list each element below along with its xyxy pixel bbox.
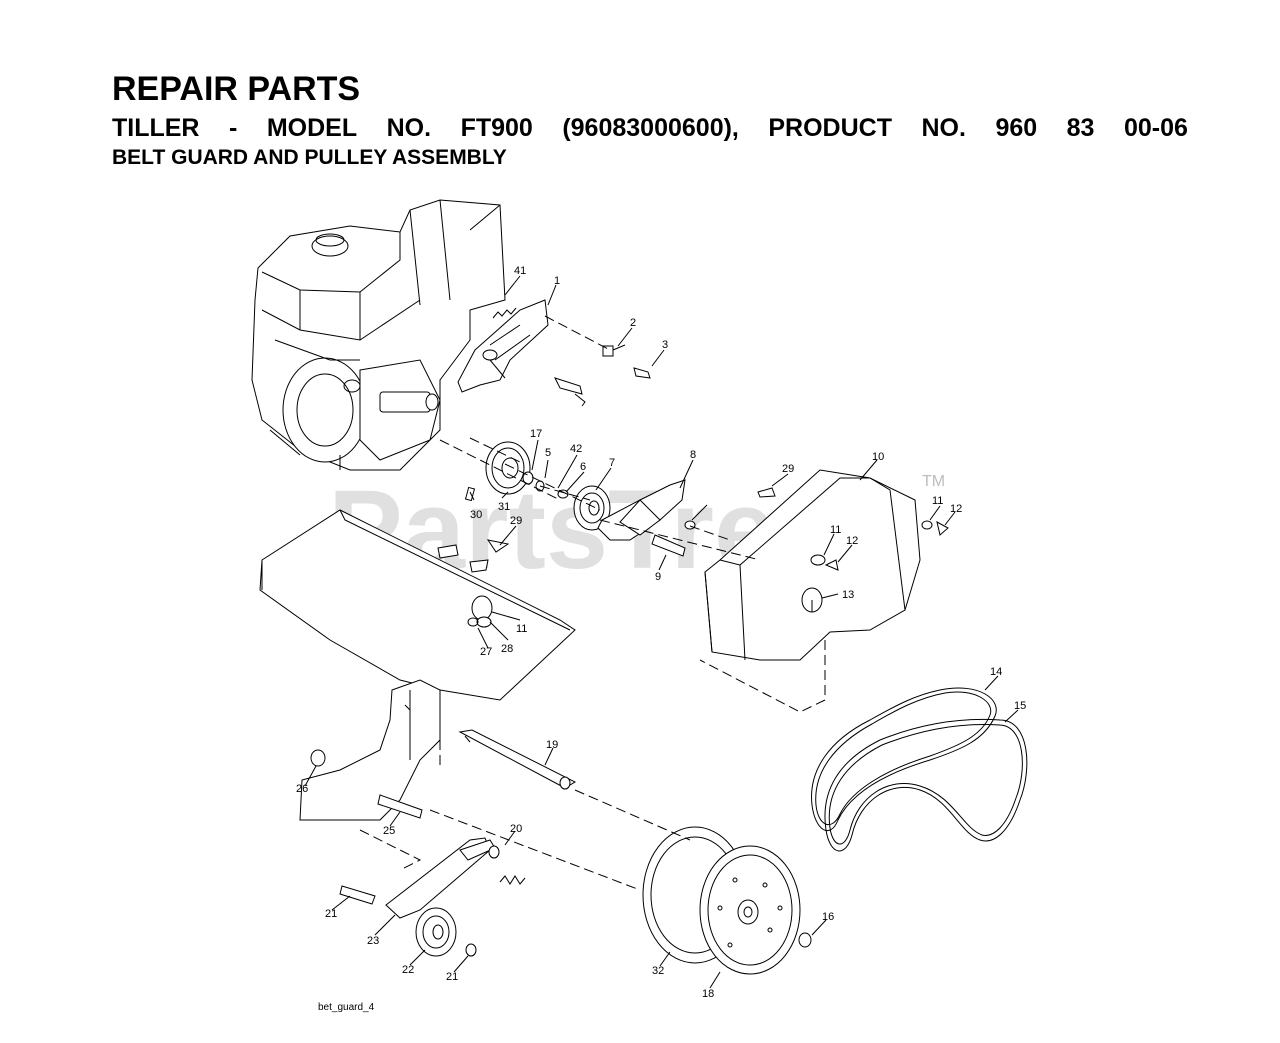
- callout: 26: [296, 783, 308, 795]
- callout: 1: [554, 275, 560, 287]
- assembly-lines: [359, 315, 826, 891]
- clip-part: [602, 345, 614, 357]
- subtitle-word: 00-06: [1123, 114, 1188, 142]
- subtitle-word: -: [229, 114, 238, 142]
- bolt-part: [633, 367, 651, 379]
- subtitle-word: MODEL: [266, 114, 358, 142]
- callout: 7: [609, 457, 615, 469]
- callout: 42: [570, 443, 582, 455]
- engine-drawing: [251, 199, 506, 471]
- belt-guard: [704, 469, 949, 661]
- callout: 11: [932, 495, 943, 507]
- pivot-pin: [554, 377, 586, 407]
- page-subtitle: TILLER - MODEL NO. FT900 (96083000600), …: [112, 114, 1188, 143]
- tension-bracket: [457, 299, 549, 393]
- callout: 8: [690, 449, 696, 461]
- callout: 18: [702, 988, 714, 1000]
- subtitle-word: 83: [1066, 114, 1095, 142]
- callout: 5: [545, 447, 551, 459]
- subtitle-word: NO.: [386, 114, 432, 142]
- callout: 16: [822, 911, 834, 923]
- callout: 11: [830, 524, 841, 536]
- callout: 21: [446, 971, 458, 983]
- callout: 25: [383, 825, 395, 837]
- callout: 27: [480, 646, 492, 658]
- callout: 12: [950, 503, 962, 515]
- callout: 29: [782, 463, 794, 475]
- leader-lines: [304, 275, 1019, 989]
- lower-idler-assembly: [339, 837, 526, 957]
- callout: 19: [546, 739, 558, 751]
- callout: 41: [514, 265, 526, 277]
- callout: 13: [842, 589, 854, 601]
- callout: 2: [630, 317, 636, 329]
- drag-bar-frame: [299, 679, 441, 821]
- callout: 22: [402, 964, 414, 976]
- page-title: REPAIR PARTS: [112, 70, 361, 108]
- callout: 31: [498, 501, 510, 513]
- callout: 9: [655, 571, 661, 583]
- callout: 10: [872, 451, 884, 463]
- section-title: BELT GUARD AND PULLEY ASSEMBLY: [112, 146, 507, 169]
- callout: 28: [501, 643, 513, 655]
- callout-labels: 41 1 2 3 17 5 42 6 7 8 29 10 11 12 31 30…: [296, 265, 1026, 1000]
- callout: 30: [470, 509, 482, 521]
- drive-shaft: [458, 729, 577, 790]
- callout: 11: [516, 623, 527, 635]
- pivot-rod: [377, 794, 423, 819]
- subtitle-word: NO.: [921, 114, 966, 142]
- callout: 12: [846, 535, 858, 547]
- tine-shield: [259, 509, 576, 701]
- callout: 17: [530, 428, 542, 440]
- subtitle-word: FT900: [460, 114, 533, 142]
- callout: 6: [580, 461, 586, 473]
- drive-belts: [811, 687, 1028, 852]
- callout: 15: [1014, 700, 1026, 712]
- callout: 14: [990, 666, 1002, 678]
- drawing-reference-label: bet_guard_4: [318, 1002, 375, 1013]
- callout: 29: [510, 515, 522, 527]
- subtitle-word: (96083000600),: [562, 114, 739, 142]
- transmission-pulley: [642, 826, 812, 975]
- engine-pulley: [464, 441, 569, 502]
- trademark-mark: TM: [922, 473, 945, 490]
- subtitle-word: PRODUCT: [768, 114, 892, 142]
- subtitle-word: TILLER: [112, 114, 200, 142]
- callout: 21: [325, 908, 337, 920]
- subtitle-word: 960: [995, 114, 1038, 142]
- callout: 23: [367, 935, 379, 947]
- callout: 32: [652, 965, 664, 977]
- callout: 20: [510, 823, 522, 835]
- callout: 3: [662, 339, 668, 351]
